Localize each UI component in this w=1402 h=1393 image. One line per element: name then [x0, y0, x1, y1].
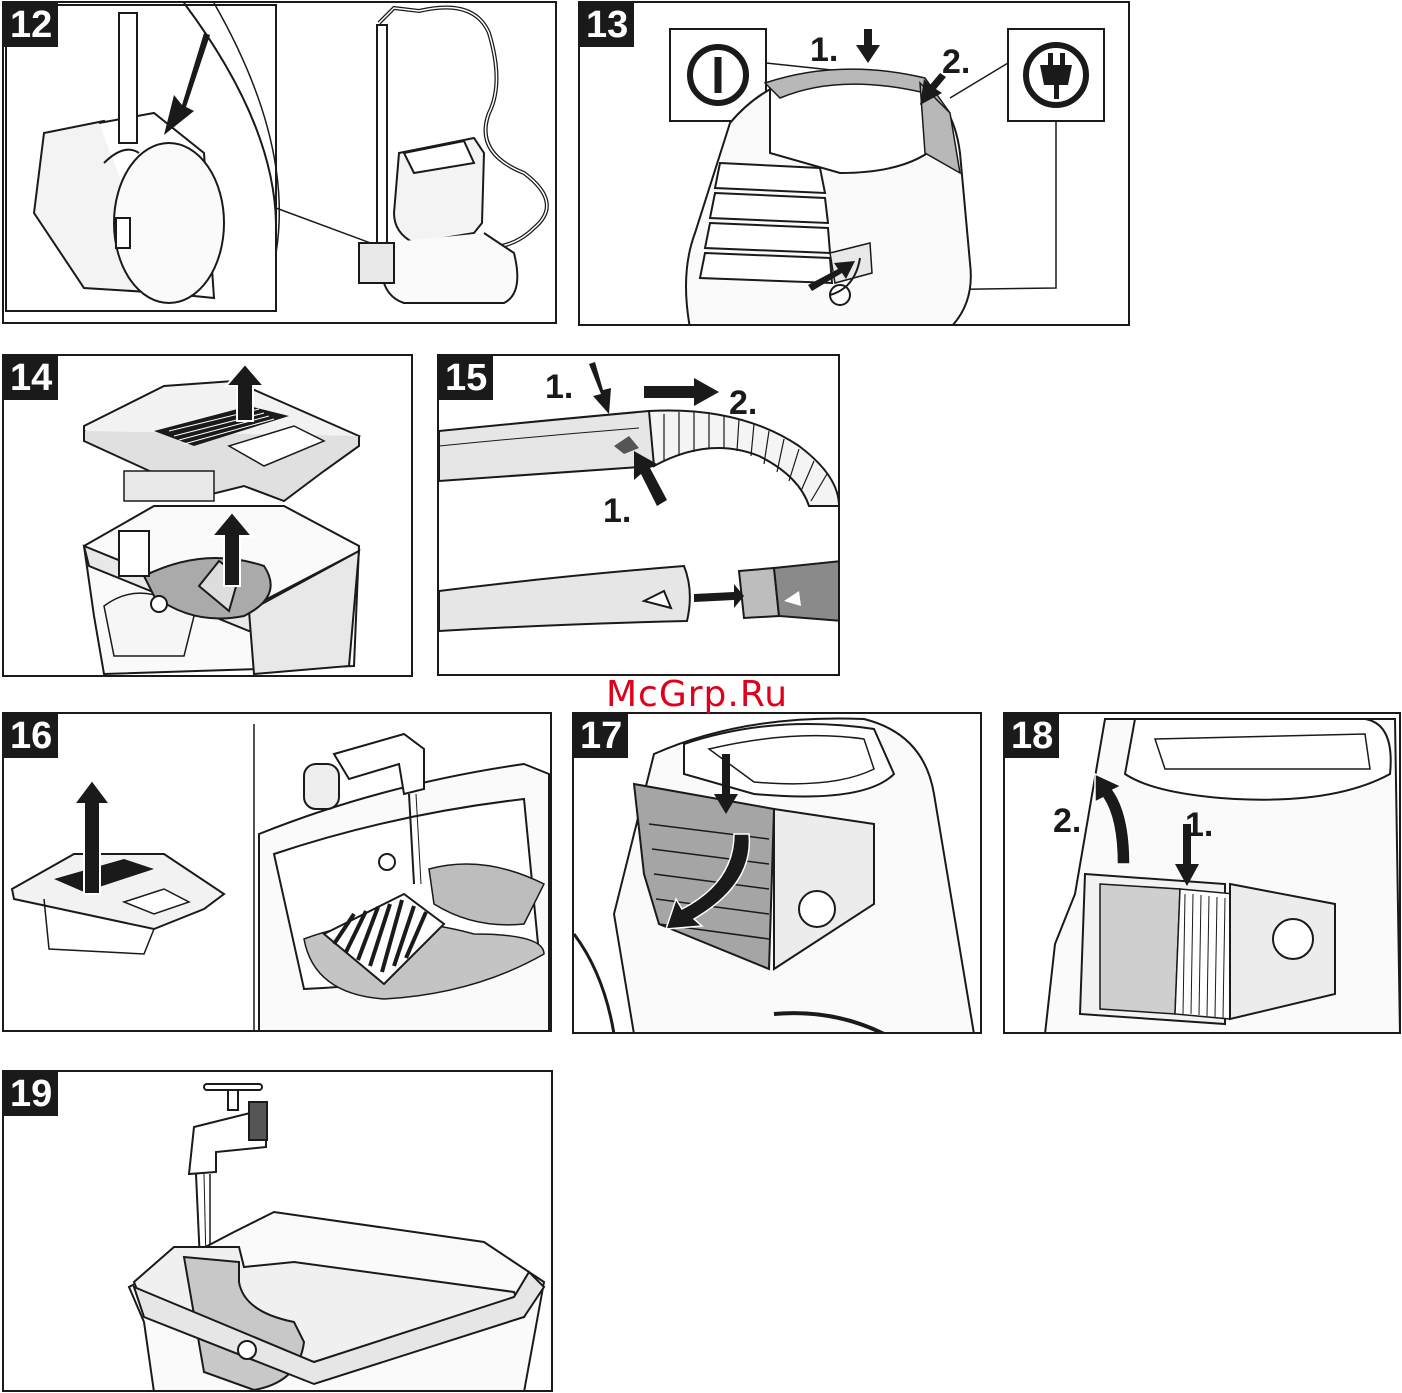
step-1-label: 1.: [545, 368, 573, 406]
figure-17-illustration: [574, 714, 982, 1034]
figure-number: 12: [4, 3, 58, 47]
figure-number: 15: [439, 356, 493, 400]
figure-15: 1. 2. 1. 15: [437, 354, 840, 676]
figure-12-illustration: [4, 3, 557, 324]
figure-number: 19: [4, 1072, 58, 1116]
figure-19-illustration: [4, 1072, 553, 1392]
figure-14: 14: [2, 354, 413, 677]
figure-18-illustration: 2. 1.: [1005, 714, 1401, 1034]
figure-14-illustration: [4, 356, 413, 677]
figure-number: 13: [580, 3, 634, 47]
figure-number: 18: [1005, 714, 1059, 758]
figure-16-illustration: [4, 714, 552, 1032]
watermark: McGrp.Ru: [606, 674, 788, 715]
figure-number: 17: [574, 714, 628, 758]
step-2-label: 2.: [729, 384, 757, 422]
figure-18: 2. 1. 18: [1003, 712, 1401, 1034]
step-2-label: 2.: [942, 43, 970, 81]
figure-number: 14: [4, 356, 58, 400]
step-1-label: 1.: [1185, 806, 1213, 844]
figure-15-illustration: 1. 2. 1.: [439, 356, 840, 676]
figure-13: 1. 2. 13: [578, 1, 1130, 326]
figure-16: 16: [2, 712, 552, 1032]
figure-12: 12: [2, 1, 557, 324]
figure-number: 16: [4, 714, 58, 758]
step-1-label: 1.: [810, 31, 838, 69]
figure-13-illustration: 1. 2.: [580, 3, 1130, 326]
figure-17: 17: [572, 712, 982, 1034]
figure-19: 19: [2, 1070, 553, 1392]
step-2-label: 2.: [1053, 802, 1081, 840]
step-1-label-lower: 1.: [603, 492, 631, 530]
